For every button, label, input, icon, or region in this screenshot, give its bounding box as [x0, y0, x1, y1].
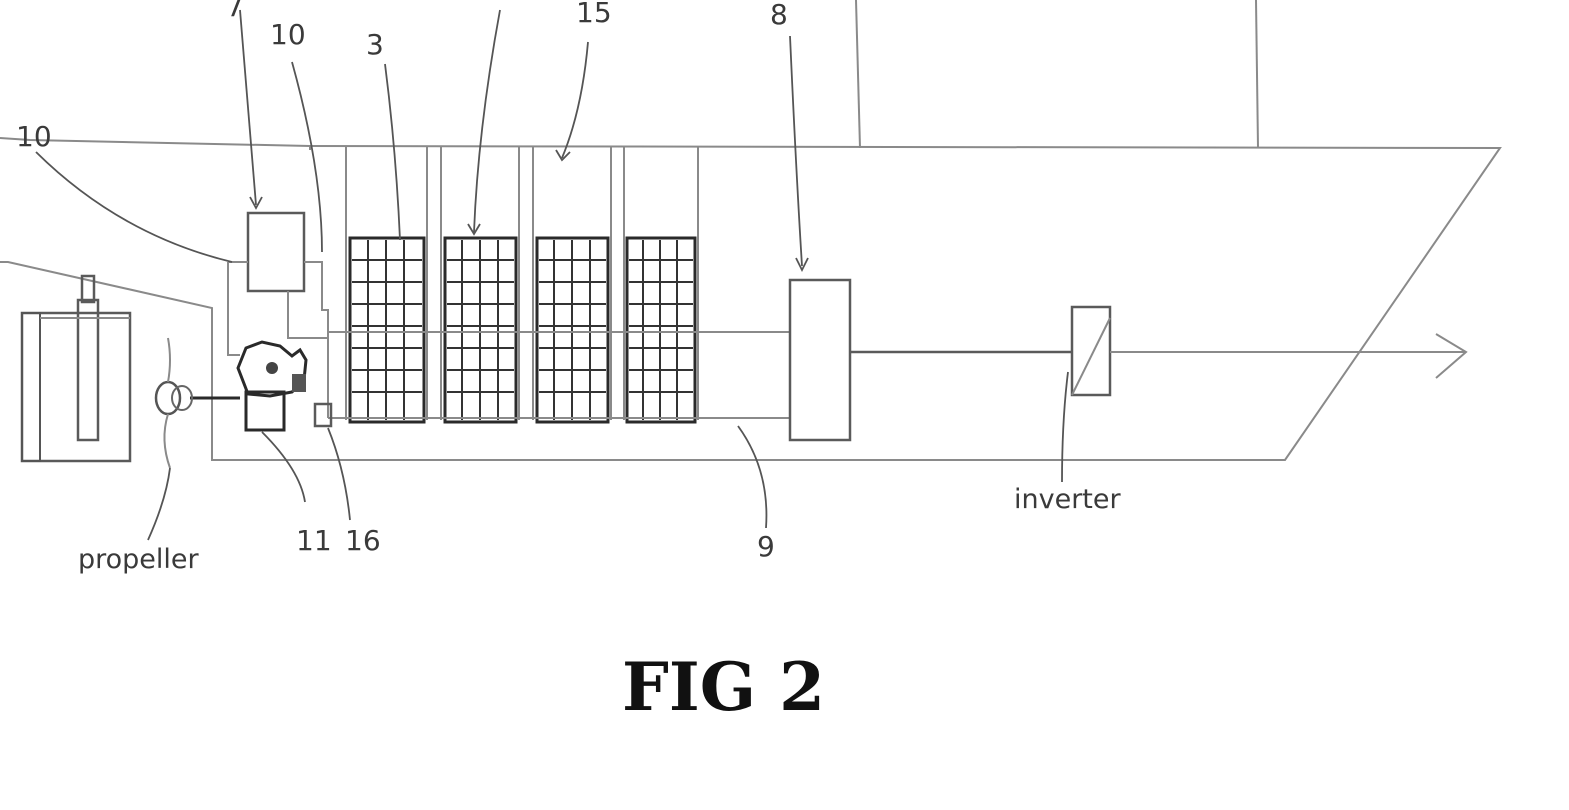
- rudder-unit: [22, 276, 130, 461]
- figure-caption: FIG 2: [622, 648, 825, 726]
- ref-10-top: 10: [270, 18, 306, 51]
- battery-pack-1: [350, 238, 424, 422]
- propeller-assembly: [156, 338, 240, 468]
- ref-7: 7: [226, 0, 244, 23]
- ship-hull: [0, 138, 1500, 460]
- ref-15: 15: [576, 0, 612, 29]
- ref-8: 8: [770, 0, 788, 31]
- battery-pack-4: [627, 238, 695, 422]
- ref-10-left: 10: [16, 120, 52, 153]
- electric-motor: [238, 342, 306, 430]
- direction-arrow: [1110, 334, 1466, 378]
- inverter-symbol: [1072, 307, 1110, 395]
- ref-3: 3: [366, 28, 384, 61]
- converter-box: [790, 280, 850, 440]
- label-propeller: propeller: [78, 544, 200, 575]
- controller-box: [228, 213, 328, 418]
- ref-16: 16: [345, 524, 381, 557]
- battery-pack-2: [445, 238, 516, 422]
- label-inverter: inverter: [1014, 484, 1122, 515]
- ref-11: 11: [296, 524, 332, 557]
- superstructure: [856, 0, 1258, 148]
- battery-pack-3: [537, 238, 608, 422]
- dc-bus-lines: [328, 332, 790, 418]
- ref-9: 9: [757, 530, 775, 563]
